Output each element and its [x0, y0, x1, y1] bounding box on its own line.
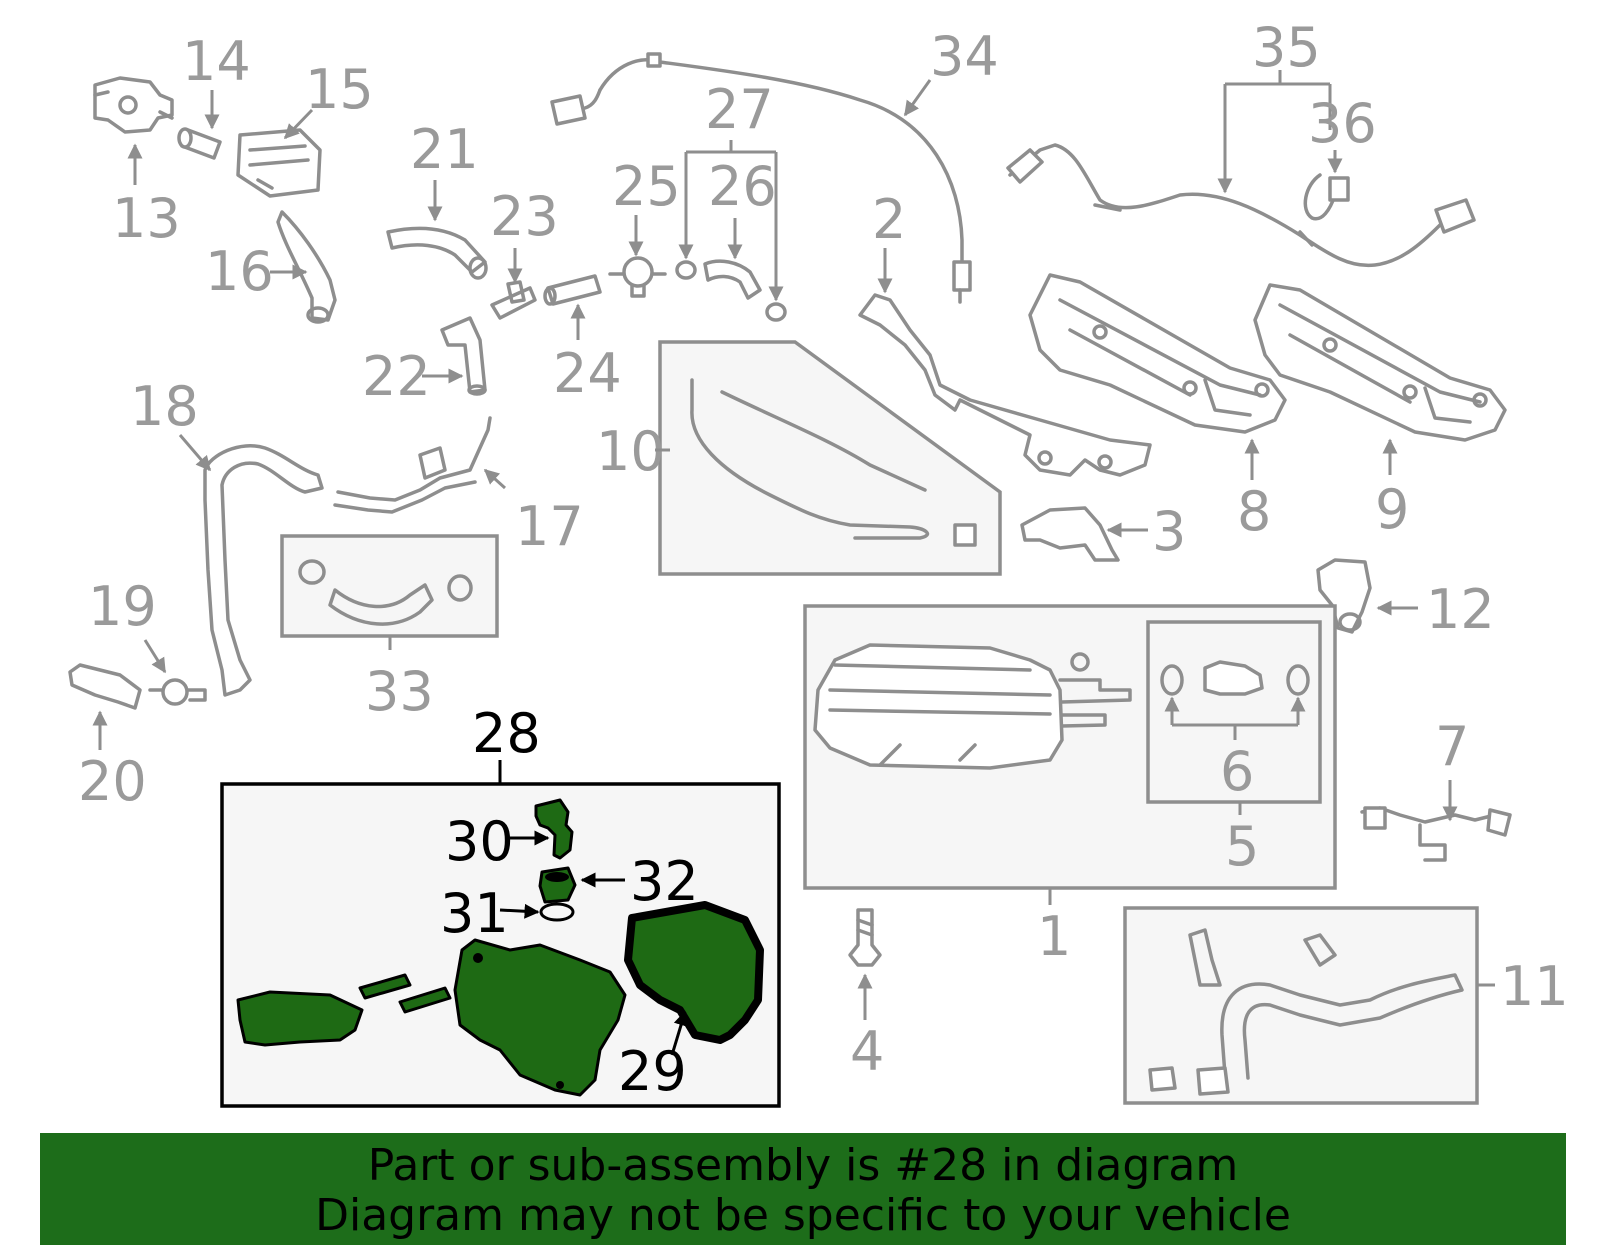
callout-4: 4 — [850, 1020, 884, 1083]
callout-17: 17 — [515, 495, 584, 558]
part-18-hose[interactable] — [203, 444, 324, 697]
part-4-bolt[interactable] — [848, 908, 882, 967]
part-24-hose[interactable] — [543, 274, 602, 306]
part-1-charcoal-canister[interactable] — [813, 643, 1132, 770]
callout-5: 5 — [1225, 815, 1259, 878]
callout-23: 23 — [490, 185, 559, 248]
callout-8: 8 — [1237, 480, 1271, 543]
part-25-check-valve[interactable] — [608, 256, 667, 298]
callout-14: 14 — [182, 30, 251, 93]
part-16-hose[interactable] — [276, 210, 337, 324]
banner-line-2: Diagram may not be specific to your vehi… — [315, 1190, 1291, 1241]
part-13-valve[interactable] — [93, 76, 174, 134]
part-26-hose[interactable] — [703, 259, 762, 300]
callout-10: 10 — [596, 420, 665, 483]
part-6-valve-and-seals[interactable] — [1160, 660, 1310, 696]
callout-36: 36 — [1308, 92, 1377, 155]
box-33 — [280, 534, 499, 638]
callout-25: 25 — [612, 155, 681, 218]
callout-6: 6 — [1220, 740, 1254, 803]
part-36-connector[interactable] — [1303, 173, 1350, 221]
banner-line-1: Part or sub-assembly is #28 in diagram — [367, 1140, 1239, 1191]
callout-11: 11 — [1500, 955, 1569, 1018]
box-10 — [658, 340, 1002, 576]
callout-19: 19 — [88, 575, 157, 638]
callout-20: 20 — [78, 750, 147, 813]
callout-15: 15 — [305, 58, 374, 121]
callout-7: 7 — [1435, 715, 1469, 778]
callout-1: 1 — [1037, 905, 1071, 968]
callout-30: 30 — [445, 810, 514, 873]
callout-16: 16 — [205, 240, 274, 303]
callout-9: 9 — [1375, 478, 1409, 541]
part-7-harness[interactable] — [1360, 806, 1512, 862]
part-20-hose[interactable] — [68, 663, 142, 710]
part-11-hose-assembly[interactable] — [1148, 928, 1464, 1096]
part-30-fitting[interactable] — [534, 798, 574, 860]
box-11 — [1123, 906, 1479, 1105]
part-9-heat-shield[interactable] — [1253, 283, 1507, 442]
part-21-hose[interactable] — [386, 226, 488, 280]
part-3-bracket[interactable] — [1020, 506, 1120, 562]
part-33-hose-and-clamps[interactable] — [298, 559, 473, 626]
part-34-oxygen-sensor[interactable] — [550, 52, 972, 304]
callout-35: 35 — [1252, 16, 1321, 79]
part-8-heat-shield[interactable] — [1028, 273, 1287, 434]
callout-21: 21 — [410, 118, 479, 181]
part-27-clamps[interactable] — [675, 260, 787, 322]
callout-3: 3 — [1152, 500, 1186, 563]
part-23-tee[interactable] — [490, 280, 537, 320]
part-12-valve[interactable] — [1316, 558, 1372, 634]
part-29-gasket[interactable] — [624, 901, 764, 1044]
part-14-hose[interactable] — [177, 127, 222, 160]
callout-32: 32 — [630, 850, 699, 913]
callout-27: 27 — [705, 78, 774, 141]
callout-29: 29 — [618, 1040, 687, 1103]
callout-31: 31 — [440, 882, 509, 945]
part-35-oxygen-sensor[interactable] — [1006, 143, 1476, 268]
callout-13: 13 — [112, 187, 181, 250]
callout-18: 18 — [130, 375, 199, 438]
callout-33: 33 — [365, 660, 434, 723]
callout-12: 12 — [1426, 578, 1495, 641]
part-31-o-ring[interactable] — [539, 902, 575, 922]
part-28-cover-assembly[interactable] — [236, 938, 627, 1097]
callout-28: 28 — [472, 702, 541, 765]
callout-24: 24 — [553, 342, 622, 405]
part-2-bracket[interactable] — [858, 293, 1152, 477]
part-19-valve[interactable] — [148, 678, 207, 706]
part-17-pipe[interactable] — [333, 416, 492, 514]
callout-34: 34 — [930, 25, 999, 88]
callout-22: 22 — [362, 345, 431, 408]
part-32-grommet[interactable] — [538, 866, 577, 904]
box-5 — [1146, 620, 1322, 804]
info-banner: Part or sub-assembly is #28 in diagram D… — [40, 1133, 1566, 1245]
part-10-tube[interactable] — [690, 378, 977, 547]
part-22-elbow[interactable] — [440, 316, 487, 396]
callout-2: 2 — [872, 188, 906, 251]
part-15-canister-filter[interactable] — [236, 128, 322, 198]
callout-26: 26 — [708, 155, 777, 218]
